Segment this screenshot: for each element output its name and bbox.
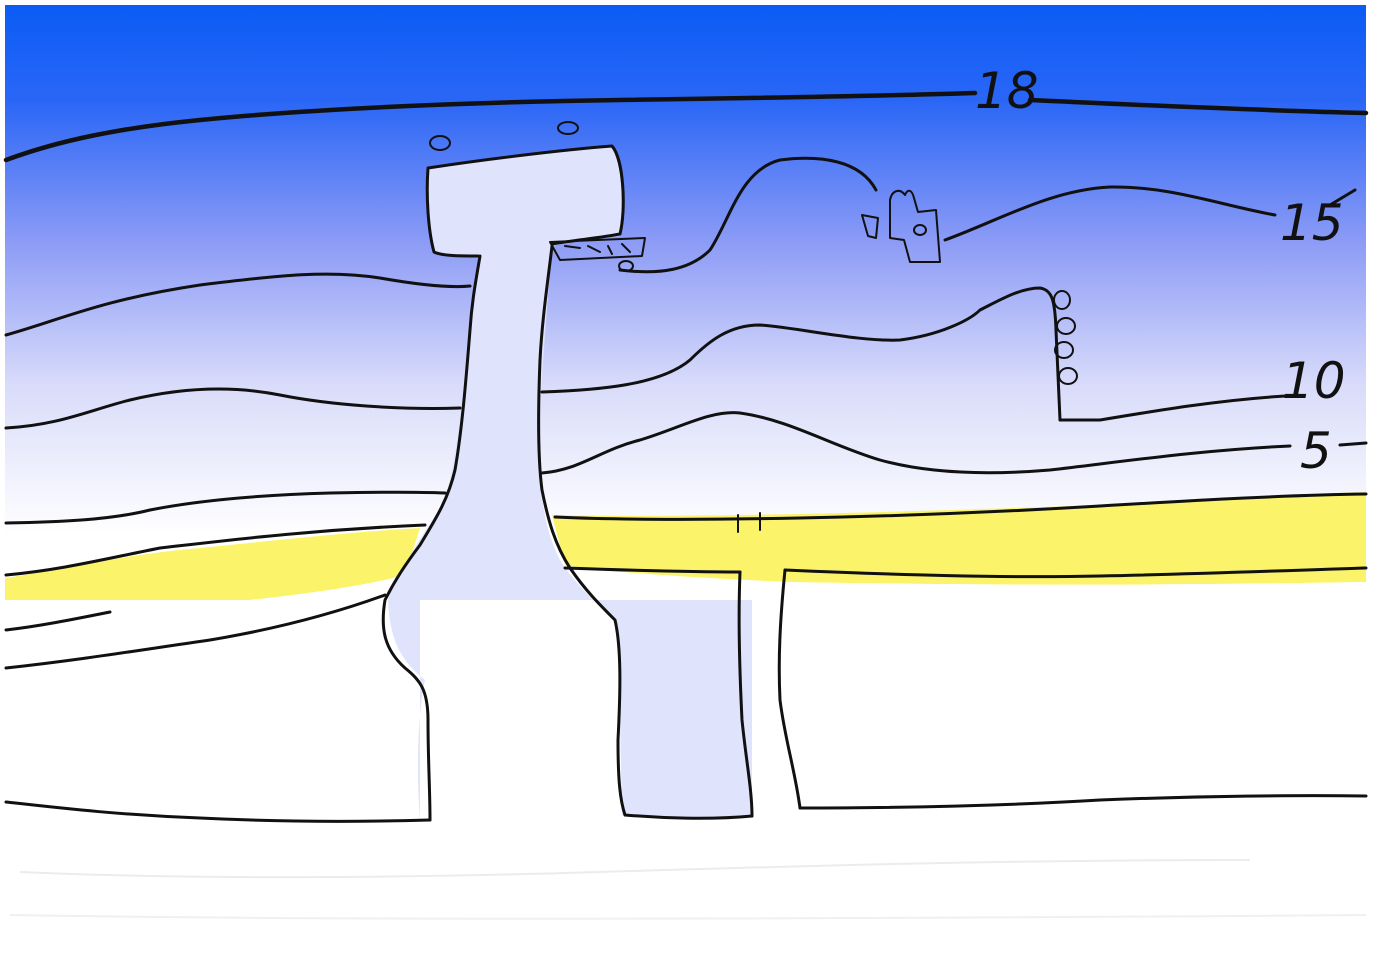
level-5-label: 5 <box>1300 422 1332 480</box>
level-15-label: 15 <box>1280 194 1344 252</box>
level-10-label: 10 <box>1282 352 1346 410</box>
level-5-tick <box>1340 443 1366 445</box>
level-18-label: 18 <box>975 62 1039 120</box>
